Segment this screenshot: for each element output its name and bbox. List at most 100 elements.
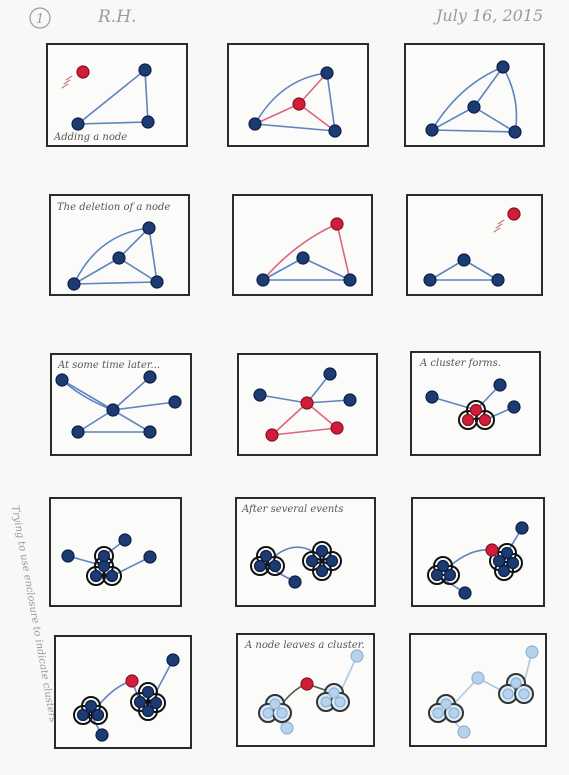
graph-node — [133, 695, 147, 709]
graph-node — [515, 521, 529, 535]
highlighted-node — [300, 677, 314, 691]
graph-edge — [77, 409, 114, 433]
graph-edge — [326, 72, 336, 132]
graph-edge — [254, 123, 336, 132]
graph-node — [84, 699, 98, 713]
graph-node — [457, 253, 471, 267]
graph-edge — [298, 72, 328, 105]
graph-edge — [302, 257, 351, 281]
graph-node — [507, 400, 521, 414]
highlighted-node — [330, 217, 344, 231]
graph-edge — [111, 556, 151, 577]
panel-frame-2 — [227, 43, 369, 147]
highlighted-node — [507, 207, 521, 221]
cluster-enclosure — [302, 551, 322, 571]
cluster-enclosure — [138, 701, 158, 721]
graph-edge — [336, 223, 351, 281]
cluster-enclosure — [475, 410, 495, 430]
graph-edge — [254, 103, 300, 125]
graph-node — [95, 728, 109, 742]
caption-several-events: After several events — [241, 504, 343, 515]
graph-edge — [262, 257, 304, 281]
graph-node — [443, 568, 457, 582]
graph-edge — [118, 257, 158, 283]
faded-node — [328, 687, 340, 699]
graph-node — [118, 533, 132, 547]
graph-node — [253, 388, 267, 402]
caption-adding-node: Adding a node — [53, 132, 127, 143]
faded-node — [350, 649, 364, 663]
graph-node — [143, 370, 157, 384]
cluster-enclosure — [312, 541, 332, 561]
graph-node — [166, 653, 180, 667]
graph-node — [325, 554, 339, 568]
graph-node — [343, 393, 357, 407]
cluster-enclosure — [312, 561, 332, 581]
panel-captions: Adding a node The deletion of a node At … — [53, 132, 501, 651]
graph-node — [343, 273, 357, 287]
graph-edge — [431, 66, 504, 131]
graph-node — [248, 117, 262, 131]
graph-edge — [306, 399, 351, 404]
graph-node — [105, 569, 119, 583]
graph-node — [492, 554, 506, 568]
caption-node-leaves: A node leaves a cluster. — [244, 640, 365, 651]
graph-edge — [271, 427, 338, 436]
graph-node — [493, 378, 507, 392]
panel-frame-11 — [235, 497, 376, 607]
caption-time-later: At some time later... — [57, 360, 160, 371]
graph-node — [55, 373, 69, 387]
graph-edge — [112, 376, 151, 411]
graph-node — [497, 564, 511, 578]
graph-node — [91, 708, 105, 722]
graph-node — [71, 117, 85, 131]
graph-node — [423, 273, 437, 287]
graph-node — [458, 586, 472, 600]
graph-node — [320, 66, 334, 80]
graph-node — [138, 63, 152, 77]
graph-node — [430, 568, 444, 582]
graph-node — [97, 549, 111, 563]
highlighted-node — [125, 674, 139, 688]
graph-edge — [262, 223, 338, 281]
graph-edge — [61, 379, 114, 411]
graph-edge — [144, 69, 149, 123]
graph-edge — [339, 655, 358, 694]
graph-node — [425, 123, 439, 137]
graph-edge — [112, 409, 151, 433]
graph-node — [323, 367, 337, 381]
faded-node — [525, 645, 539, 659]
graph-node — [315, 544, 329, 558]
motion-lines — [495, 223, 503, 229]
highlighted-node — [76, 65, 90, 79]
graph-edge — [73, 257, 120, 285]
graph-node — [71, 425, 85, 439]
highlighted-node — [461, 413, 475, 427]
panel-frame-7 — [50, 353, 192, 456]
faded-node — [280, 721, 294, 735]
graph-edge — [271, 402, 308, 436]
graph-node — [67, 277, 81, 291]
caption-cluster-forms: A cluster forms. — [419, 358, 501, 369]
highlighted-node — [469, 403, 483, 417]
graph-node — [143, 550, 157, 564]
graph-edge — [473, 106, 516, 133]
graph-node — [506, 556, 520, 570]
motion-lines — [497, 219, 505, 225]
graph-node — [112, 251, 126, 265]
faded-node — [334, 696, 346, 708]
graph-node — [328, 124, 342, 138]
highlighted-node — [330, 421, 344, 435]
graph-node — [149, 696, 163, 710]
graph-node — [76, 708, 90, 722]
graph-edge — [274, 546, 313, 557]
graph-node — [500, 546, 514, 560]
graph-node — [467, 100, 481, 114]
highlighted-node — [292, 97, 306, 111]
graph-drawings — [55, 60, 539, 742]
graph-node — [61, 549, 75, 563]
highlighted-node — [478, 413, 492, 427]
graph-edge — [298, 103, 336, 132]
graph-node — [259, 549, 273, 563]
graph-edge — [77, 121, 149, 125]
